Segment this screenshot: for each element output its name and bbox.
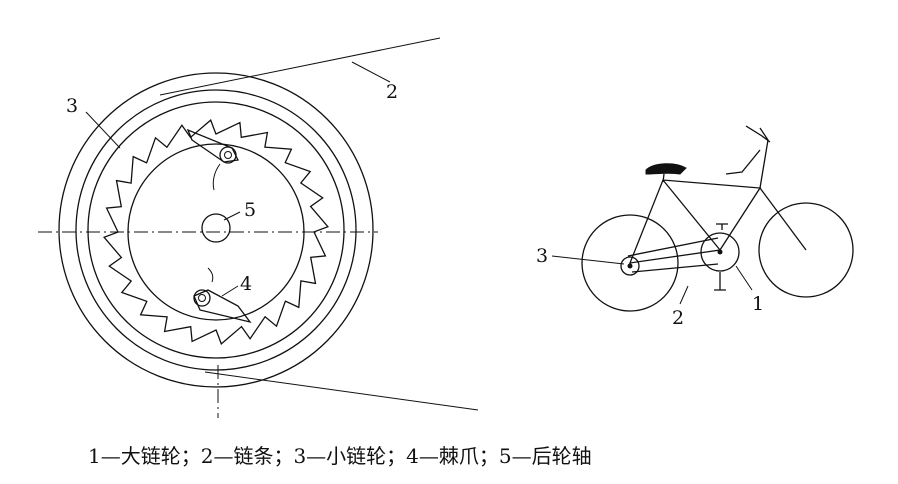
label-4: 4 <box>240 273 252 295</box>
chainring-center <box>717 249 723 255</box>
label-5: 5 <box>244 199 256 221</box>
label-3-right: 3 <box>536 245 548 267</box>
handlebar <box>725 125 771 175</box>
leader-2-left <box>351 61 391 83</box>
label-1: 1 <box>752 293 764 315</box>
leader-3-right <box>551 255 625 265</box>
rear-sprocket <box>620 256 640 276</box>
bicycle: 3 2 1 <box>536 125 854 329</box>
sprocket-outer-ring <box>58 72 374 388</box>
rear-wheel <box>581 214 679 312</box>
label-2-right: 2 <box>672 307 684 329</box>
fork <box>759 187 807 251</box>
chain-lower <box>204 371 479 411</box>
rear-hub <box>627 263 633 269</box>
leader-3-left <box>85 111 121 149</box>
lower-pawl-spring <box>207 267 214 283</box>
seat-post <box>662 173 665 183</box>
label-2-left: 2 <box>386 81 398 103</box>
freewheel-mechanism: 3 2 5 4 <box>38 37 479 418</box>
lower-pawl-pivot-inner <box>198 294 206 302</box>
sprocket-ring-2 <box>75 89 357 371</box>
upper-pawl-pivot <box>219 146 237 164</box>
leader-5 <box>223 211 241 221</box>
ratchet-teeth <box>103 119 329 345</box>
rear-axle <box>201 213 231 243</box>
sprocket-ring-3 <box>87 101 345 359</box>
ratchet-hub <box>127 143 305 321</box>
leader-1 <box>735 265 753 291</box>
leader-4 <box>221 285 239 297</box>
upper-pawl-pivot-inner <box>224 151 232 159</box>
chain-upper <box>159 37 441 96</box>
seat-tube <box>662 179 721 251</box>
chainring <box>700 232 740 272</box>
front-wheel <box>758 202 854 298</box>
figure-caption: 1—大链轮；2—链条；3—小链轮；4—棘爪；5—后轮轴 <box>88 444 592 468</box>
chain-bottom <box>631 263 719 273</box>
chain-top <box>627 237 719 257</box>
upper-pawl-spring <box>212 163 221 191</box>
lower-pawl-pivot <box>193 289 211 307</box>
frame-rear <box>628 179 762 264</box>
saddle <box>645 163 687 175</box>
crank-pedals <box>714 223 728 291</box>
label-3-left: 3 <box>66 95 78 117</box>
upper-pawl <box>186 128 239 163</box>
leader-2-right <box>679 285 689 305</box>
